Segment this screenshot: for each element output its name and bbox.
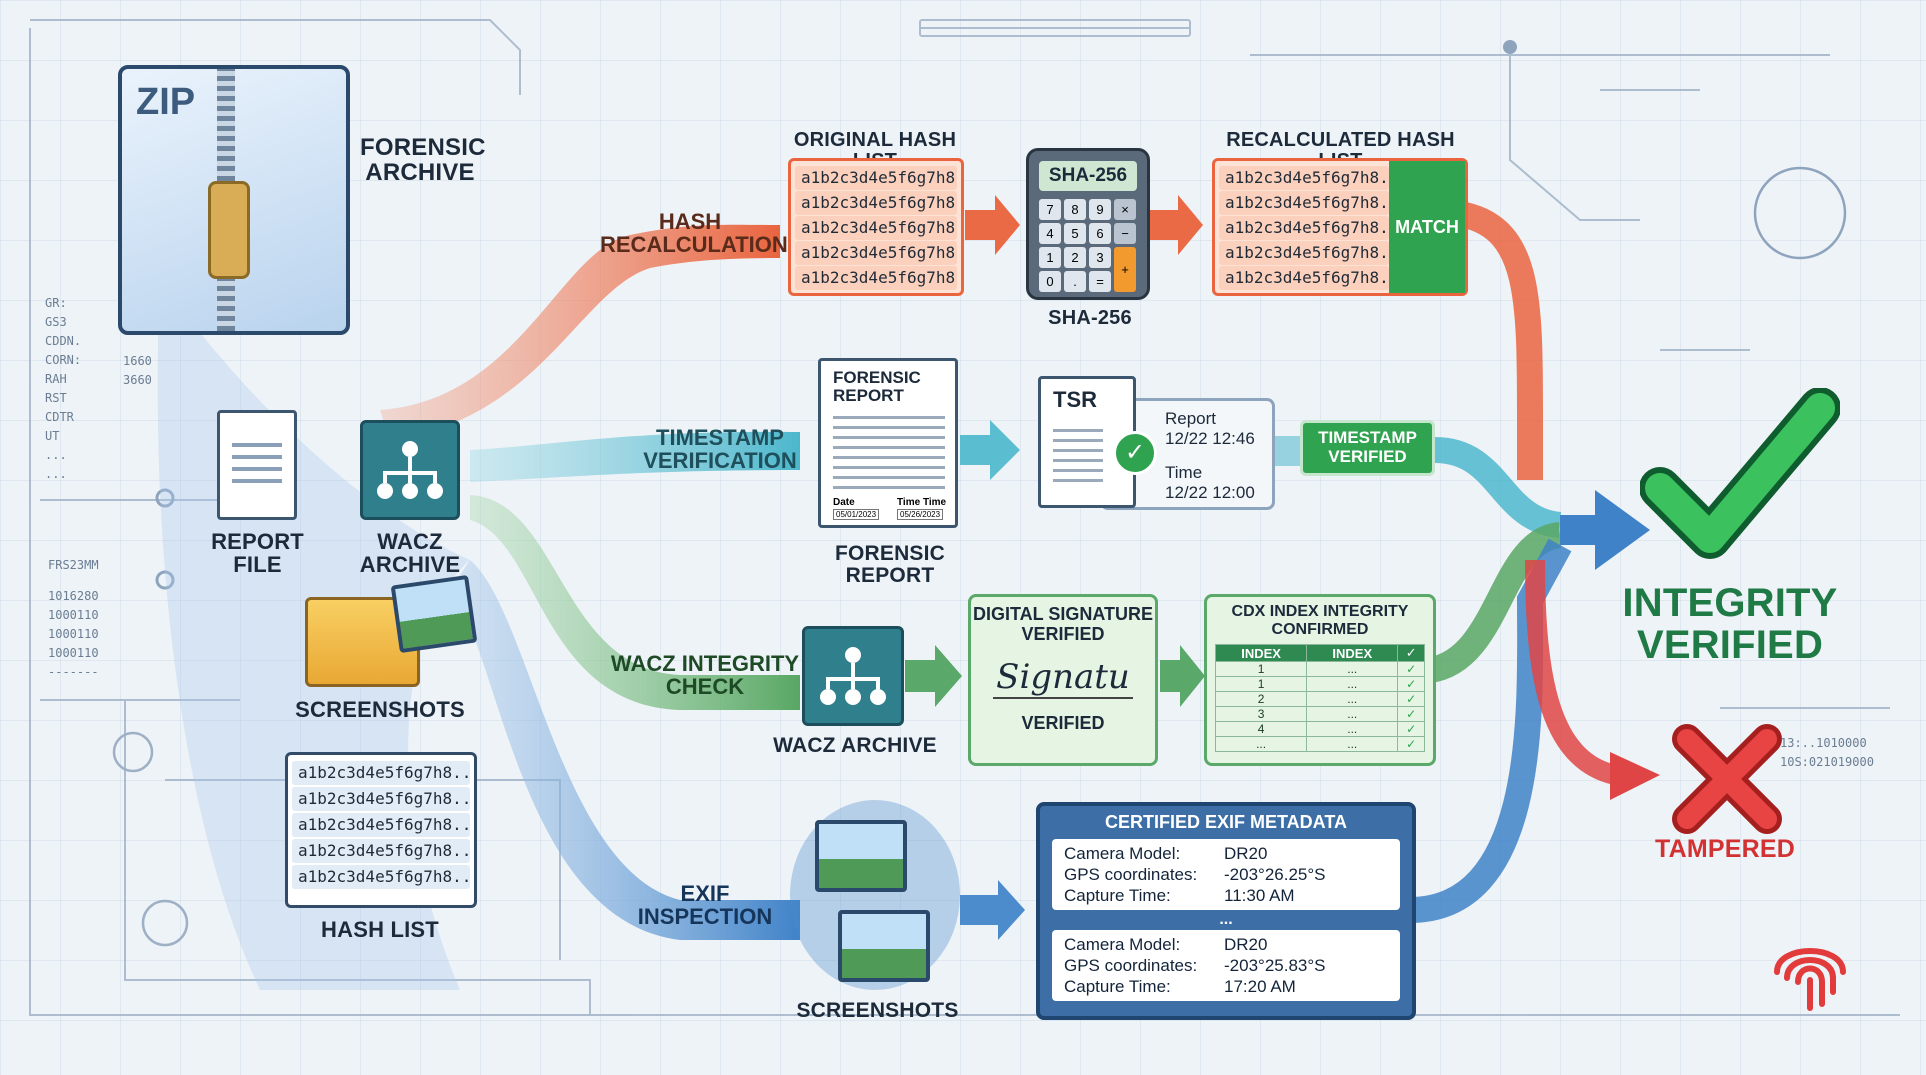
photo-icon (815, 820, 907, 892)
match-badge: MATCH (1389, 161, 1465, 293)
exif-record: Camera Model:DR20 GPS coordinates:-203°2… (1052, 930, 1400, 1001)
exif-record: Camera Model:DR20 GPS coordinates:-203°2… (1052, 839, 1400, 910)
hash-row: a1b2c3d4e5f6g7h8... (292, 813, 470, 837)
flow-label-exif: EXIF INSPECTION (637, 881, 773, 930)
hash-row: a1b2c3d4e5f6g7h8... (795, 191, 957, 215)
report-file-label: REPORT FILE (211, 529, 304, 578)
calc-screen: SHA-256 (1039, 161, 1137, 191)
table-row: 1...✓ (1214, 676, 1425, 693)
hash-list-left: a1b2c3d4e5f6g7h8... a1b2c3d4e5f6g7h8... … (285, 752, 477, 908)
hash-row: a1b2c3d4e5f6g7h8... (795, 266, 957, 290)
hash-row: a1b2c3d4e5f6g7h8... (1219, 216, 1389, 240)
check-icon: ✓ (1113, 431, 1157, 475)
flow-label-wacz: WACZ INTEGRITY CHECK (610, 651, 800, 700)
hash-row: a1b2c3d4e5f6g7h8... (292, 761, 470, 785)
flow-label-hash: HASH RECALCULATION (600, 209, 788, 258)
calc-keypad: 7 8 9 × 4 5 6 − 1 2 3 + 0 . = (1039, 199, 1139, 292)
hash-row: a1b2c3d4e5f6g7h8... (292, 839, 470, 863)
calculator-icon: SHA-256 7 8 9 × 4 5 6 − 1 2 3 + 0 . = (1026, 148, 1150, 300)
table-row: 2...✓ (1214, 691, 1425, 708)
report-doc-title: FORENSIC REPORT (833, 368, 921, 405)
integrity-verified-label: INTEGRITY VERIFIED (1622, 581, 1838, 667)
report-date-label: Date (833, 497, 855, 508)
tsr-label: TSR (1053, 387, 1097, 412)
signature-title: DIGITAL SIGNATURE VERIFIED (973, 604, 1153, 644)
report-line-value: 12/22 12:46 (1165, 429, 1255, 448)
signature-status: VERIFIED (1021, 712, 1105, 733)
hash-row: a1b2c3d4e5f6g7h8... (292, 865, 470, 889)
network-folder-icon (802, 626, 904, 726)
photo-icon (838, 910, 930, 982)
time-line-value: 12/22 12:00 (1165, 483, 1255, 502)
tampered-label: TAMPERED (1654, 835, 1796, 863)
wacz-stage-label: WACZ ARCHIVE (773, 734, 937, 757)
signature-script: Signatu (993, 657, 1133, 699)
check-icon (1640, 388, 1840, 559)
fingerprint-icon (1774, 948, 1846, 1011)
zip-file-icon: ZIP (118, 65, 350, 335)
wacz-archive-label: WACZ ARCHIVE (359, 529, 461, 578)
forensic-report-caption: FORENSIC REPORT (834, 542, 946, 588)
screenshots-exif-label: SCREENSHOTS (796, 999, 959, 1022)
document-icon (217, 410, 297, 520)
hierarchy-icon (820, 647, 886, 705)
recalc-hash-list: a1b2c3d4e5f6g7h8... a1b2c3d4e5f6g7h8... … (1212, 158, 1468, 296)
report-line-label: Report (1165, 409, 1217, 428)
signature-card: DIGITAL SIGNATURE VERIFIED Signatu VERIF… (968, 594, 1158, 766)
exif-metadata-card: CERTIFIED EXIF METADATA Camera Model:DR2… (1036, 802, 1416, 1020)
hash-row: a1b2c3d4e5f6g7h8... (795, 216, 957, 240)
screenshots-left-label: SCREENSHOTS (295, 697, 465, 722)
zip-label: ZIP (136, 81, 196, 123)
cdx-title: CDX INDEX INTEGRITY CONFIRMED (1231, 603, 1409, 638)
timestamp-verified-badge: TIMESTAMP VERIFIED (1300, 420, 1435, 476)
report-date: 05/01/2023 (833, 509, 880, 520)
flow-label-timestamp: TIMESTAMP VERIFICATION (643, 425, 797, 474)
timestamp-doc-icon: TSR ✓ (1038, 376, 1157, 508)
hash-row: a1b2c3d4e5f6g7h8... (292, 787, 470, 811)
zipper-pull (208, 181, 250, 279)
exif-title: CERTIFIED EXIF METADATA (1105, 812, 1347, 832)
hash-row: a1b2c3d4e5f6g7h8... (1219, 241, 1389, 265)
calculator-label: SHA-256 (1048, 307, 1132, 329)
cross-icon (1672, 724, 1782, 834)
hash-list-label: HASH LIST (321, 917, 439, 942)
original-hash-list: a1b2c3d4e5f6g7h8... a1b2c3d4e5f6g7h8... … (788, 158, 964, 296)
photo-icon (390, 574, 478, 654)
table-row: 4...✓ (1214, 721, 1425, 738)
hash-row: a1b2c3d4e5f6g7h8... (795, 166, 957, 190)
hash-row: a1b2c3d4e5f6g7h8... (1219, 266, 1389, 290)
hash-row: a1b2c3d4e5f6g7h8... (795, 241, 957, 265)
archive-title: FORENSIC ARCHIVE (360, 134, 486, 187)
report-time: 05/26/2023 (897, 509, 944, 520)
table-row: 3...✓ (1214, 706, 1425, 723)
hash-row: a1b2c3d4e5f6g7h8... (1219, 166, 1389, 190)
network-folder-icon (360, 420, 460, 520)
exif-ellipsis: ... (1219, 911, 1233, 928)
report-time-label: Time Time (897, 497, 947, 508)
time-line-label: Time (1165, 463, 1203, 482)
hierarchy-icon (377, 441, 443, 499)
forensic-report-doc: FORENSIC REPORT Date 05/01/2023 Time Tim… (818, 358, 958, 528)
hash-row: a1b2c3d4e5f6g7h8... (1219, 191, 1389, 215)
table-row: ......✓ (1214, 736, 1425, 753)
table-row: 1...✓ (1214, 661, 1425, 678)
